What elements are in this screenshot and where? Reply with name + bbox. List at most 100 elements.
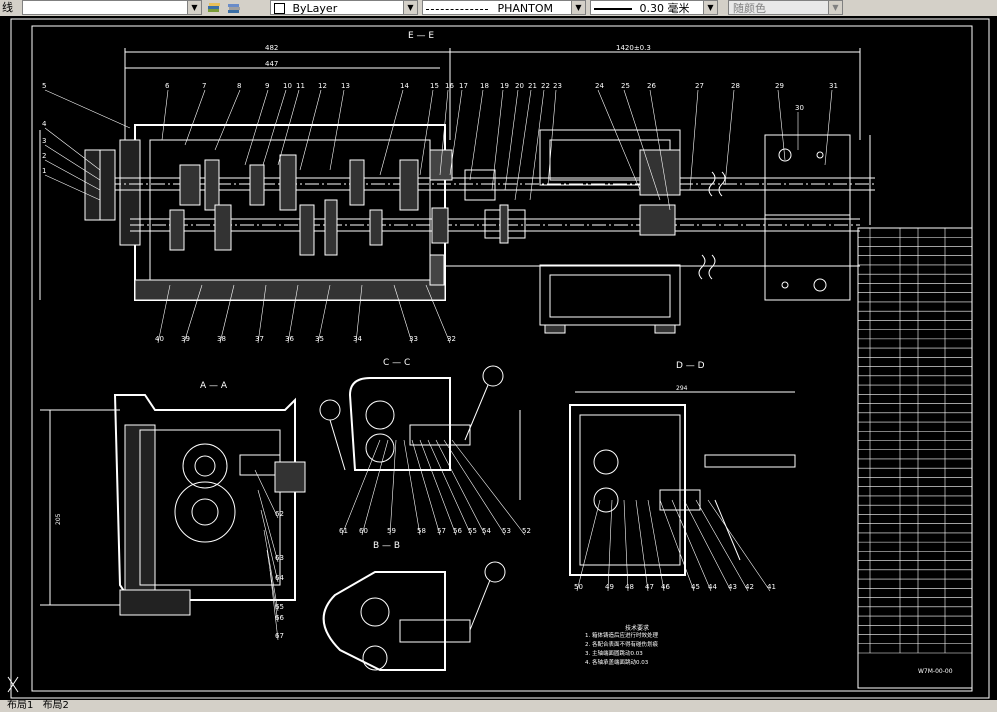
dim-text: 205 <box>55 513 62 525</box>
leader-line <box>623 499 629 592</box>
dim-text: 294 <box>676 385 688 392</box>
balloon-number: 41 <box>767 583 776 591</box>
section-dd-label: D — D <box>676 361 705 371</box>
leader-line <box>439 89 449 176</box>
layer-properties-icon[interactable] <box>206 0 222 15</box>
balloon-number: 25 <box>621 82 630 90</box>
section-cc-label: C — C <box>383 358 410 368</box>
leader-line <box>491 89 504 191</box>
color-combo-value: ByLayer <box>292 2 338 15</box>
leader-line <box>403 439 421 536</box>
balloon-number: 33 <box>409 335 418 343</box>
leader-line <box>157 284 171 344</box>
balloon-number: 48 <box>625 583 634 591</box>
balloon-number: 38 <box>217 335 226 343</box>
balloon-number: 49 <box>605 583 614 591</box>
leader-line <box>183 284 203 344</box>
section-aa-view <box>40 394 306 616</box>
leader-line <box>361 439 389 536</box>
leader-line <box>263 529 279 612</box>
leader-line <box>287 284 299 344</box>
linetype-combo-value: PHANTOM <box>497 2 554 15</box>
tab-layout1[interactable]: 布局1 <box>7 700 34 711</box>
sheet-outer-border <box>10 18 990 699</box>
leader-line <box>504 89 519 191</box>
balloon-number: 39 <box>181 335 190 343</box>
section-bb-label: B — B <box>373 541 400 551</box>
leader-line <box>329 89 345 171</box>
balloon-number: 23 <box>553 82 562 90</box>
chevron-down-icon[interactable]: ▼ <box>187 1 201 14</box>
balloon-number: 6 <box>165 82 170 90</box>
balloon-number: 67 <box>275 632 284 640</box>
notes-title: 技术要求 <box>625 624 649 632</box>
section-cc-view <box>319 365 504 471</box>
layer-states-icon[interactable] <box>226 0 242 15</box>
leader-line <box>689 89 699 191</box>
main-section-view <box>39 48 875 334</box>
leader-line <box>277 89 300 166</box>
balloon-number: 62 <box>275 510 284 518</box>
linetype-combo[interactable]: PHANTOM ▼ <box>422 0 586 15</box>
leader-line <box>647 499 665 592</box>
note-line: 3. 主轴端面圆跳动0.03 <box>585 649 643 657</box>
section-ee-label: E — E <box>408 31 434 41</box>
balloon-number: 20 <box>515 82 524 90</box>
leader-line <box>824 89 833 166</box>
balloon-number: 30 <box>795 104 804 112</box>
chevron-down-icon[interactable]: ▼ <box>403 1 417 14</box>
parts-list-table <box>857 227 973 689</box>
ucs-icon <box>7 676 19 693</box>
leader-line <box>379 89 404 176</box>
balloon-number: 63 <box>275 554 284 562</box>
leader-line <box>219 284 235 344</box>
balloon-number: 34 <box>353 335 362 343</box>
leader-line <box>597 89 641 191</box>
leader-line <box>393 284 413 344</box>
leader-line <box>635 499 649 592</box>
balloon-number: 18 <box>480 82 489 90</box>
balloon-number: 4 <box>42 120 47 128</box>
lineweight-preview-icon <box>594 8 632 10</box>
balloon-number: 55 <box>468 527 477 535</box>
leader-line <box>341 439 381 536</box>
plotstyle-combo-value: 随颜色 <box>733 2 766 15</box>
balloon-number: 66 <box>275 614 284 622</box>
balloon-number: 40 <box>155 335 164 343</box>
drawing-number: W7M-00-00 <box>918 668 953 675</box>
balloon-number: 52 <box>522 527 531 535</box>
balloon-number: 5 <box>42 82 46 90</box>
balloon-number: 50 <box>574 583 583 591</box>
color-combo[interactable]: ByLayer ▼ <box>270 0 418 15</box>
balloon-number: 8 <box>237 82 241 90</box>
tab-layout2[interactable]: 布局2 <box>42 700 69 711</box>
chevron-down-icon[interactable]: ▼ <box>571 1 585 14</box>
plotstyle-combo[interactable]: 随颜色 ▼ <box>728 0 843 15</box>
balloon-number: 53 <box>502 527 511 535</box>
leader-line <box>607 499 613 592</box>
lineweight-combo[interactable]: 0.30 毫米 ▼ <box>590 0 718 15</box>
leader-line <box>269 569 279 641</box>
leader-line <box>695 499 749 592</box>
layout-tabs-bar: 布局1 布局2 <box>0 700 997 712</box>
linetype-label: 线 <box>2 1 13 14</box>
balloon-number: 37 <box>255 335 264 343</box>
lineweight-combo-value: 0.30 毫米 <box>639 2 690 15</box>
chevron-down-icon[interactable]: ▼ <box>703 1 717 14</box>
balloon-number: 28 <box>731 82 740 90</box>
leader-line <box>44 127 101 171</box>
balloon-number: 59 <box>387 527 396 535</box>
chevron-down-icon[interactable]: ▼ <box>828 1 842 14</box>
balloon-number: 12 <box>318 82 327 90</box>
leader-line <box>427 439 472 536</box>
balloon-number: 43 <box>728 583 737 591</box>
dim-text: 482 <box>265 44 278 52</box>
leader-line <box>355 284 363 344</box>
balloon-number: 16 <box>445 82 454 90</box>
leader-line <box>514 89 532 201</box>
layer-combo[interactable]: ▼ <box>22 0 202 15</box>
balloon-number: 47 <box>645 583 654 591</box>
balloon-number: 45 <box>691 583 700 591</box>
leader-line <box>449 89 463 176</box>
